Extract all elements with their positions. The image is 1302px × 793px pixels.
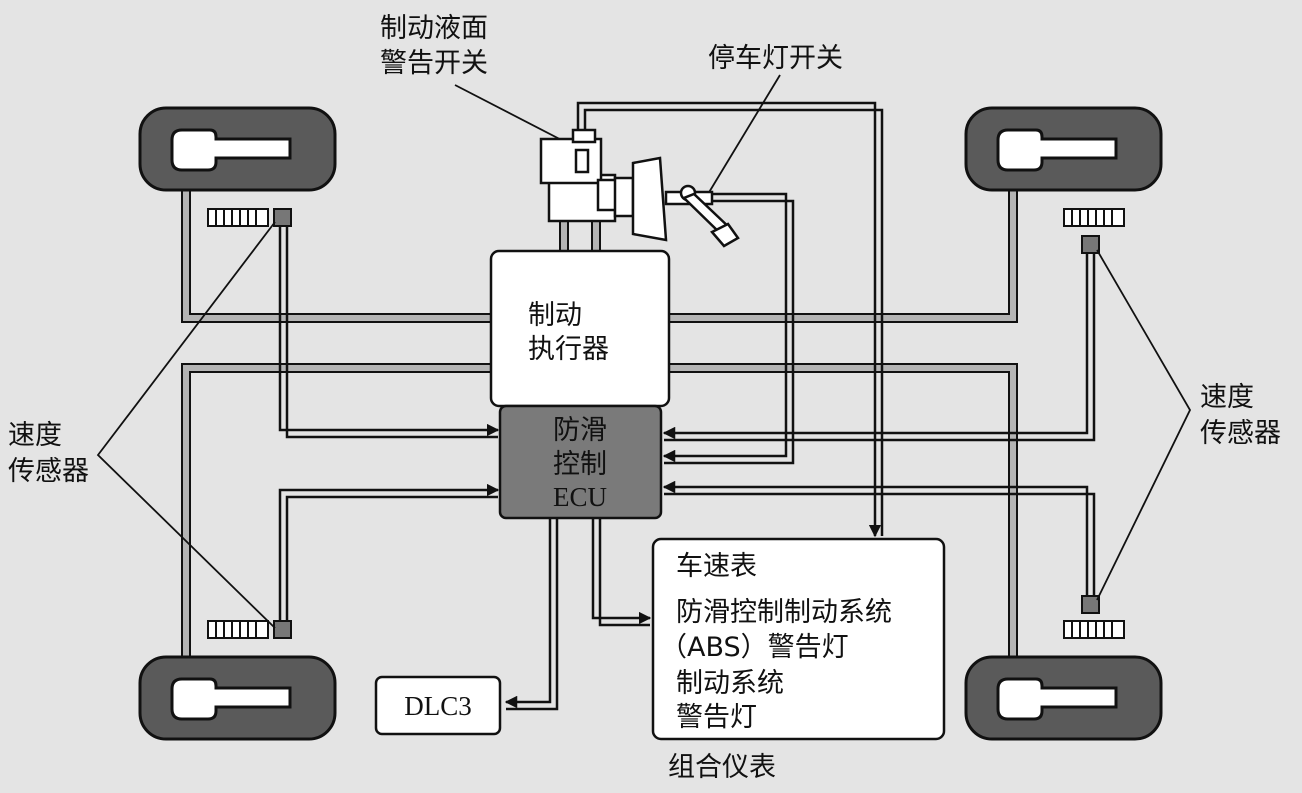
stop-light-switch-label: 停车灯开关 (708, 43, 843, 74)
speed-sensor-front-left (273, 208, 292, 227)
fluid-level-switch-label-line1: 制动液面 (380, 13, 488, 44)
brake-booster (613, 156, 668, 242)
speed-sensor-left-label-line1: 速度 (8, 420, 62, 451)
actuator-label-line2: 执行器 (528, 334, 609, 365)
ecu-label-line2: 控制 (553, 449, 607, 480)
meter-abs-warning-line2: （ABS）警告灯 (660, 632, 849, 663)
speed-sensor-front-right (1081, 235, 1100, 254)
speed-sensor-right-label-line2: 传感器 (1200, 418, 1281, 449)
combination-meter-box (651, 537, 946, 741)
leader-lines (96, 74, 1192, 629)
tone-ring-front-right (1063, 208, 1125, 227)
meter-abs-warning-line1: 防滑控制制动系统 (676, 597, 892, 628)
wheel-rear-right (964, 655, 1163, 741)
ecu-label-line1: 防滑 (553, 415, 607, 446)
speed-sensor-left-label-line2: 传感器 (8, 456, 89, 487)
meter-speedometer: 车速表 (676, 551, 757, 582)
speed-sensor-rear-right (1081, 595, 1100, 614)
meter-brake-warning-line2: 警告灯 (676, 702, 757, 733)
tone-ring-rear-right (1063, 620, 1125, 639)
wheel-rear-left (138, 655, 337, 741)
dlc3-label: DLC3 (404, 691, 472, 721)
ecu-label-line3: ECU (553, 482, 607, 512)
master-cylinder (539, 128, 618, 223)
speed-sensor-rear-left (273, 620, 292, 639)
brake-pedal (664, 184, 740, 248)
hydraulic-lines (181, 162, 1018, 690)
meter-brake-warning-line1: 制动系统 (676, 668, 784, 699)
abs-ecu-box (498, 404, 663, 520)
wheel-front-right (964, 106, 1163, 192)
dlc3-box (374, 675, 502, 736)
actuator-label-line1: 制动 (528, 300, 582, 331)
speed-sensor-right-label-line1: 速度 (1200, 382, 1254, 413)
tone-ring-front-left (207, 208, 269, 227)
tone-ring-rear-left (207, 620, 269, 639)
signal-wires (278, 101, 1096, 711)
fluid-level-switch-label-line2: 警告开关 (380, 48, 488, 79)
wheel-front-left (138, 106, 337, 192)
combination-meter-label: 组合仪表 (668, 752, 776, 783)
